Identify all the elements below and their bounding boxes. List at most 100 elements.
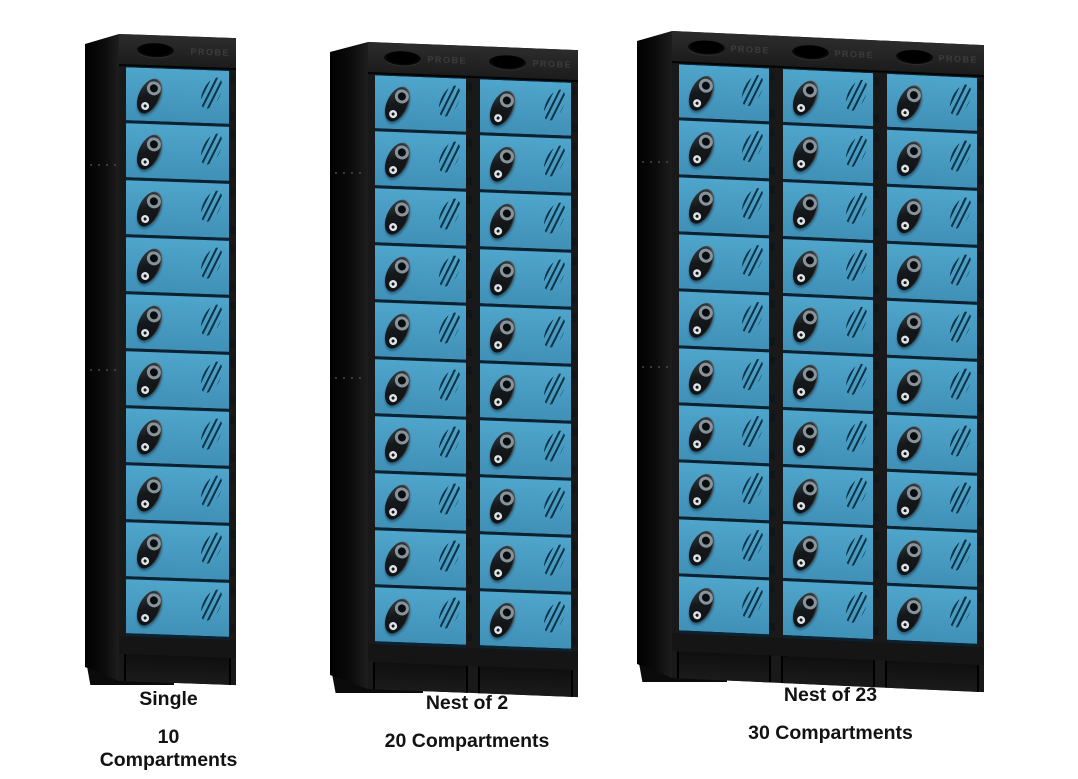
door-hinge [978,460,983,470]
top-vent-recess [136,42,174,58]
door-hinge [467,195,472,204]
door-hinge [230,453,235,463]
door-hinge [978,251,983,261]
door-hinge [978,536,983,546]
door-lock [484,256,521,300]
locker-door [480,135,577,196]
door-vent [737,184,768,223]
door-hinge [572,142,577,152]
door-lock [484,484,521,528]
door-lock [379,82,416,126]
locker-door [679,234,775,296]
locker-side-panel [85,34,119,681]
plinth-base [373,662,468,693]
locker-door [480,249,577,310]
locker-door [375,74,472,135]
door-hinge [770,242,775,251]
plinth-base [677,651,771,683]
door-lock [787,189,823,233]
locker-door [887,357,983,419]
door-hinge [467,423,472,432]
locker-door [783,410,879,472]
door-lock [379,195,416,239]
door-hinge [230,74,235,84]
door-hinge [770,185,775,194]
door-vent [196,74,227,113]
door-column [368,74,473,649]
door-hinge [770,470,775,479]
door-lock [683,469,719,514]
locker-door [679,405,775,467]
door-hinge [874,77,879,86]
door-vent [196,187,227,226]
door-vent [539,313,570,352]
door-hinge [770,394,775,403]
rivet [106,369,108,371]
locker-door [126,123,235,184]
door-lock [132,586,168,630]
rivet [335,172,337,174]
door-hinge [572,427,577,437]
door-column [119,66,236,641]
locker-door [375,530,472,591]
door-vent [841,303,872,342]
door-hinge [978,593,983,603]
locker-door [375,188,472,249]
door-hinge [978,118,983,128]
door-hinge [874,304,879,313]
locker-door [679,291,775,353]
door-lock [379,366,416,410]
door-lock [132,130,168,174]
rivet-row [90,164,116,166]
door-hinge [874,285,879,294]
door-hinge [874,513,879,522]
locker-door [887,585,983,647]
door-hinge [770,72,775,81]
locker-door [126,180,235,241]
door-lock [891,536,927,580]
door-vent [841,531,872,570]
door-hinge [874,399,879,408]
door-lock [891,422,927,466]
door-vent [539,541,570,580]
door-lock [484,598,521,642]
door-hinge [770,280,775,289]
door-hinge [467,309,472,318]
door-lock [132,415,168,459]
top-vent-recess [895,49,933,65]
door-hinge [230,111,235,121]
locker-door [887,414,983,476]
locker-door [480,192,577,253]
locker-door [783,353,879,415]
top-vent-recess [383,50,421,67]
door-vent [737,71,768,110]
locker-tower: PROBE [880,40,984,693]
door-hinge [874,247,879,256]
top-vent-recess [687,39,725,56]
door-hinge [230,339,235,349]
door-vent [737,298,768,337]
door-hinge [572,484,577,494]
door-vent [434,537,465,576]
locker-door [679,519,775,581]
locker-side-panel [637,31,672,678]
door-lock [484,199,521,243]
door-vent [196,586,227,625]
rivet-row [335,377,361,379]
locker-door [126,579,235,640]
door-vent [737,526,768,565]
door-vent [539,256,570,295]
locker-door [887,243,983,305]
rivet [106,164,108,166]
door-vent [196,244,227,283]
door-lock [787,303,823,347]
door-vent [434,594,465,633]
door-hinge [230,225,235,235]
door-lock [132,301,168,345]
locker-door [887,186,983,248]
door-hinge [978,289,983,299]
locker-door [480,306,577,367]
caption-compartments: 20 Compartments [384,730,550,752]
locker-door [783,296,879,358]
